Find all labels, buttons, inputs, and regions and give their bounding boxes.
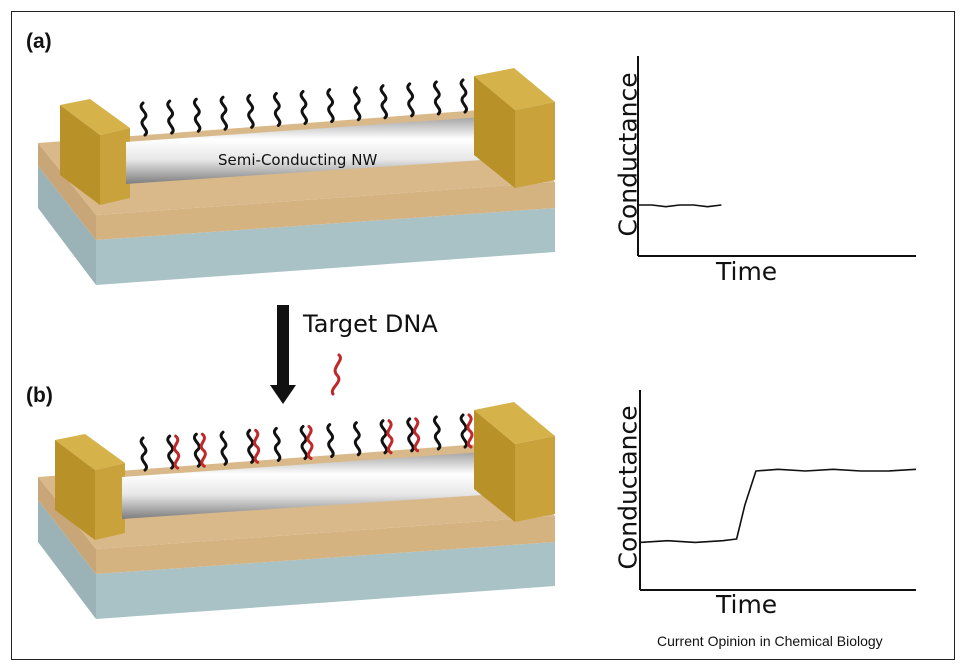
chart-a-ylabel: Conductance <box>613 72 643 237</box>
chart-b-ylabel: Conductance <box>613 405 643 570</box>
bound-target-dna <box>413 417 421 453</box>
probe-dna <box>139 101 148 137</box>
bound-target-dna <box>306 425 314 460</box>
panel-label-b: (b) <box>26 384 53 407</box>
left-electrode-side <box>95 463 125 540</box>
conductance-chart-a <box>637 56 916 257</box>
probe-dna <box>459 78 468 114</box>
probe-dna <box>433 415 442 451</box>
panel-label-a: (a) <box>26 30 52 53</box>
probe-dna <box>193 97 202 133</box>
left-electrode-top <box>55 434 125 470</box>
probe-dna-row <box>139 413 474 472</box>
probe-dna <box>299 425 308 460</box>
probe-dna <box>326 88 335 124</box>
chart-a-xlabel: Time <box>716 257 778 286</box>
down-arrow <box>270 305 296 404</box>
probe-dna <box>219 95 228 131</box>
probe-dna <box>299 90 308 125</box>
probe-dna <box>353 86 362 122</box>
base-side <box>96 542 555 619</box>
right-electrode-side <box>515 436 555 522</box>
nanowire-device-a <box>38 68 555 285</box>
left-electrode-front <box>55 440 95 540</box>
nanowire-label: Semi-Conducting NW <box>218 151 378 169</box>
probe-dna <box>353 421 362 457</box>
probe-dna <box>219 430 228 466</box>
probe-dna <box>379 419 388 455</box>
probe-dna-row <box>139 78 468 137</box>
right-electrode-top <box>474 402 555 444</box>
bound-target-dna <box>253 428 261 464</box>
left-electrode-front <box>60 105 100 205</box>
probe-dna <box>193 432 202 468</box>
bound-target-dna <box>386 419 394 455</box>
probe-dna <box>166 99 175 135</box>
right-electrode-side <box>515 102 555 188</box>
substrate-side <box>96 182 555 240</box>
probe-dna <box>246 93 255 129</box>
right-electrode-front <box>474 410 515 522</box>
target-dna-label: Target DNA <box>303 310 438 338</box>
probe-dna <box>379 84 388 120</box>
probe-dna <box>326 423 335 459</box>
right-electrode-top <box>474 68 555 110</box>
probe-dna <box>246 428 255 464</box>
base-front <box>38 166 96 285</box>
probe-dna <box>273 91 282 127</box>
substrate-front <box>38 477 96 574</box>
probe-dna <box>139 436 148 472</box>
probe-dna <box>459 413 468 449</box>
base-side <box>96 208 555 285</box>
right-electrode-front <box>474 76 515 188</box>
bound-target-dna <box>173 434 181 470</box>
substrate-front <box>38 143 96 240</box>
nanowire-device-b <box>38 402 555 619</box>
source-credit: Current Opinion in Chemical Biology <box>657 633 883 649</box>
probe-dna <box>406 417 415 453</box>
target-dna-strand <box>330 353 342 396</box>
left-electrode-top <box>60 99 130 135</box>
nanowire <box>126 115 512 184</box>
left-electrode-side <box>100 128 130 205</box>
probe-dna <box>433 80 442 116</box>
figure-frame <box>11 11 955 660</box>
conductance-trace <box>638 204 722 208</box>
probe-dna <box>406 82 415 118</box>
conductance-chart-b <box>639 390 917 591</box>
substrate-side <box>96 516 555 574</box>
chart-b-xlabel: Time <box>716 590 778 619</box>
nanowire <box>122 450 512 519</box>
base-front <box>38 500 96 619</box>
probe-dna <box>273 426 282 462</box>
bound-target-dna <box>199 432 207 468</box>
probe-dna <box>166 434 175 470</box>
bound-target-dna <box>466 413 474 449</box>
conductance-trace <box>639 468 917 544</box>
